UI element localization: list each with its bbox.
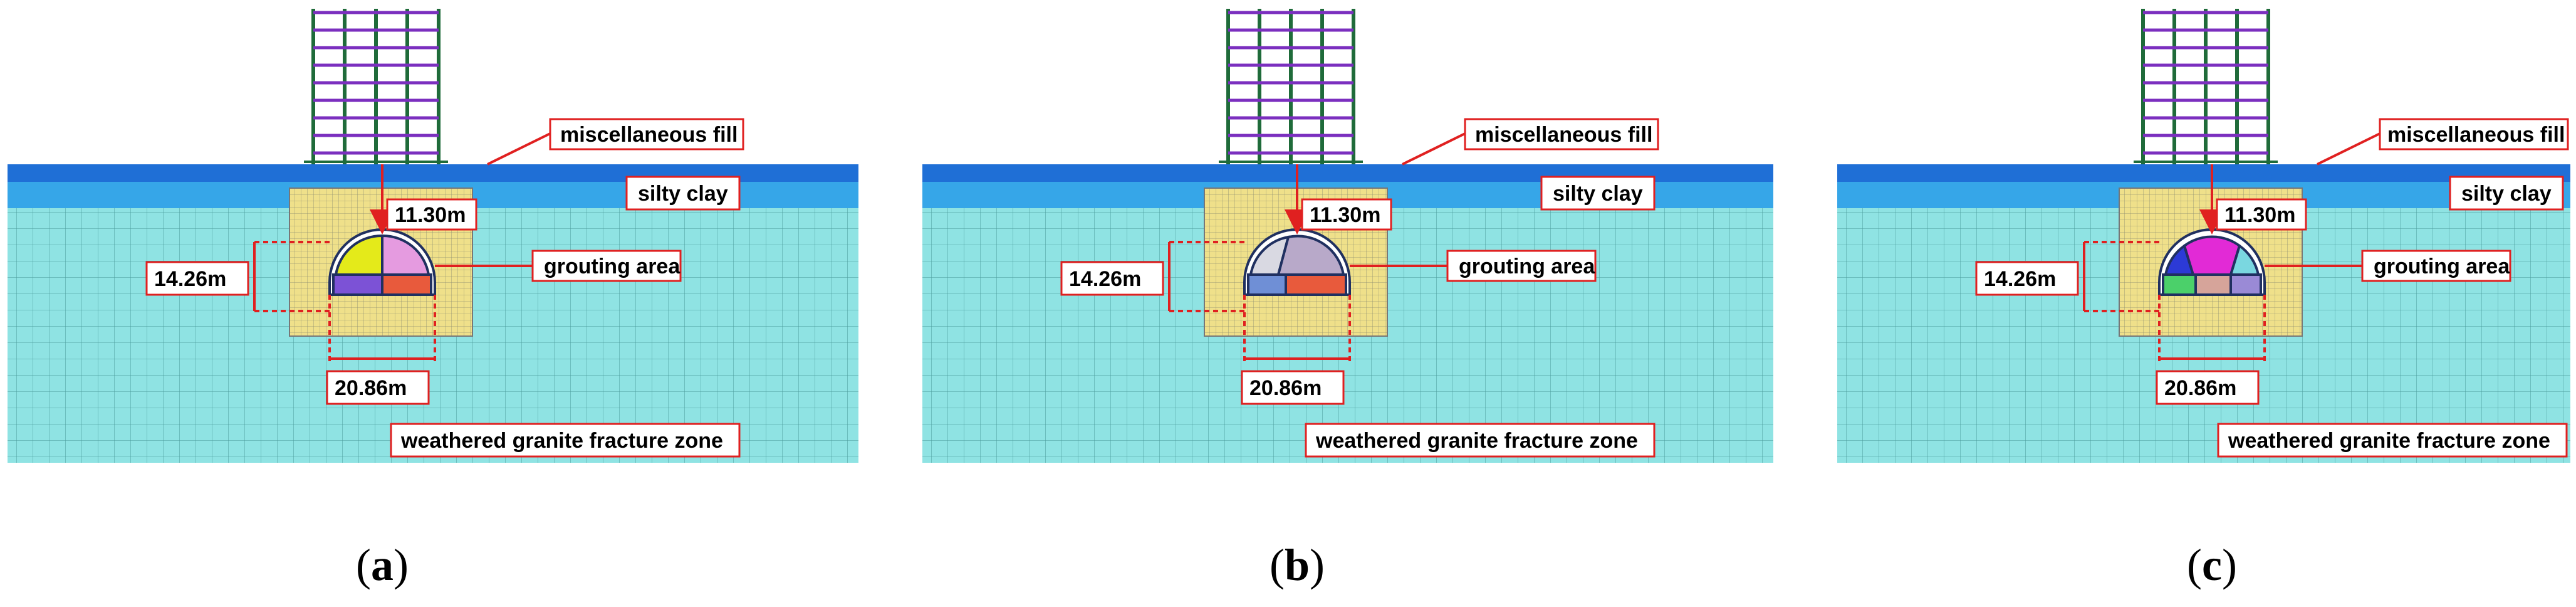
label-silty-clay: silty clay [2461,182,2552,206]
panel-c-model: miscellaneous fill silty clay grouting a… [1837,9,2570,463]
label-miscellaneous-fill: miscellaneous fill [1475,123,1652,147]
panel-b-model: miscellaneous fill silty clay grouting a… [922,9,1773,463]
label-weathered-granite: weathered granite fracture zone [2228,429,2550,453]
dimension-lines [253,132,552,362]
panel-c-caption: (c) [2187,540,2237,590]
label-depth-dimension: 11.30m [2224,203,2295,227]
panel-a-caption: (a) [356,540,409,590]
label-depth-dimension: 11.30m [1310,203,1380,227]
panel-a-model: miscellaneous fill silty clay grouting a… [8,9,858,463]
label-grouting-area: grouting area [2374,255,2510,278]
label-grouting-area: grouting area [544,255,681,278]
label-silty-clay: silty clay [1553,182,1643,206]
label-width-dimension: 20.86m [335,376,407,400]
label-height-dimension: 14.26m [1984,267,2056,291]
label-weathered-granite: weathered granite fracture zone [400,429,723,453]
tunnel-cross-section [1243,228,1351,296]
label-width-dimension: 20.86m [2164,376,2236,400]
label-depth-dimension: 11.30m [395,203,466,227]
label-height-dimension: 14.26m [1069,267,1141,291]
label-weathered-granite: weathered granite fracture zone [1315,429,1638,453]
building-frame [1219,9,1363,164]
dimension-lines [1168,132,1467,362]
panel-c: miscellaneous fill silty clay grouting a… [1830,0,2576,607]
label-height-dimension: 14.26m [154,267,226,291]
miscellaneous-fill-layer [1837,164,2570,182]
tunnel-cross-section [2158,228,2266,296]
building-frame [304,9,448,164]
label-miscellaneous-fill: miscellaneous fill [2387,123,2565,147]
building-frame [2134,9,2278,164]
label-miscellaneous-fill: miscellaneous fill [560,123,738,147]
panel-b-caption: (b) [1269,540,1325,590]
label-grouting-area: grouting area [1459,255,1595,278]
panel-a: miscellaneous fill silty clay grouting a… [0,0,865,607]
label-silty-clay: silty clay [638,182,728,206]
panel-b: miscellaneous fill silty clay grouting a… [915,0,1780,607]
label-width-dimension: 20.86m [1249,376,1322,400]
dimension-lines [2083,132,2382,362]
